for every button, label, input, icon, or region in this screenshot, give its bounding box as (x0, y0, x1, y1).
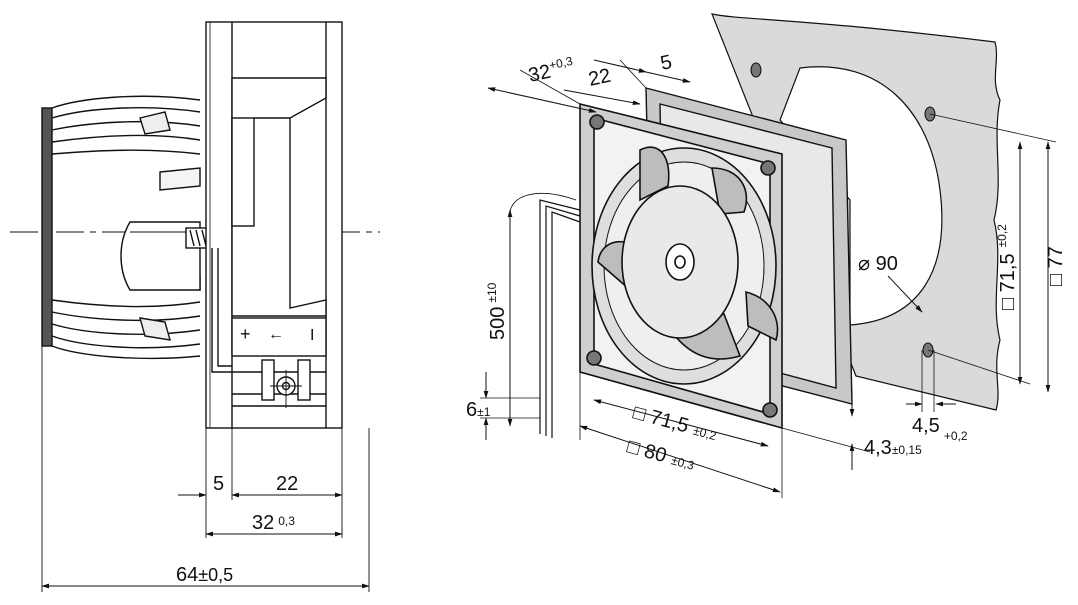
iso-dim-22: 22 (586, 65, 612, 91)
fan-frame-front (579, 102, 783, 430)
mounting-panel (711, 13, 1001, 411)
iso-dim-5: 5 (658, 51, 673, 75)
iso-dim-32-tol: +0,3 (548, 54, 574, 73)
side-dim-64-value: 64 (176, 564, 198, 586)
iso-dim-4-5-value: 4,5 (912, 415, 940, 437)
iso-dim-500-value: 500 (487, 307, 509, 340)
iso-dim-71-5-vertical-value: □ 71,5 (997, 253, 1019, 310)
iso-dim-6: 6±1 (466, 399, 491, 421)
iso-dim-80-value: □ 80 (625, 436, 669, 468)
iso-dim-32: 32+0,3 (526, 54, 576, 87)
iso-dim-4-3-tol: ±0,15 (892, 443, 922, 457)
frame-hole-bottom-right (762, 402, 778, 418)
frame-hole-top-left (589, 114, 605, 130)
iso-dim-4-5-tol: +0,2 (944, 429, 968, 443)
polarity-minus: I (310, 327, 314, 344)
iso-dimensions (480, 59, 1057, 498)
iso-dim-80-tol: ±0,3 (670, 453, 696, 473)
iso-dim-80: □ 80±0,3 (625, 436, 698, 475)
fan-housing-side (205, 21, 343, 429)
iso-dim-500: 500±10 (485, 282, 509, 340)
iso-dim-4-3-value: 4,3 (864, 437, 892, 459)
polarity-arrow: ← (268, 326, 284, 343)
iso-dim-71-5-vertical-tol: ±0,2 (995, 224, 1009, 248)
iso-dim-71-5-vertical: □ 71,5 ±0,2 (995, 224, 1019, 310)
frame-hole-top-right (760, 160, 776, 176)
side-dim-5: 5 (213, 473, 224, 495)
side-dim-64-tol: ±0,5 (198, 565, 233, 585)
side-dim-32-tol: 0,3 (278, 514, 295, 528)
iso-dim-32-value: 32 (526, 61, 552, 87)
iso-dim-6-value: 6 (466, 399, 477, 421)
iso-dim-77: □ 77 (1045, 246, 1067, 286)
iso-dim-4-3: 4,3±0,15 (864, 437, 922, 459)
polarity-plus: + (240, 324, 251, 344)
side-dim-22: 22 (276, 473, 298, 495)
iso-dim-71-5-value: □ 71,5 (631, 402, 691, 438)
side-dim-32-value: 32 (252, 512, 274, 534)
iso-dim-4-5: 4,5 +0,2 (912, 415, 968, 443)
side-view: + ← I (10, 21, 380, 592)
motor-windings (41, 95, 213, 360)
iso-dim-6-tol: ±1 (477, 405, 491, 419)
iso-dim-diam-90: ⌀ 90 (858, 253, 898, 275)
side-dim-64: 64±0,5 (176, 564, 233, 586)
lead-wires (509, 192, 581, 438)
iso-dim-500-tol: ±10 (485, 282, 499, 302)
panel-hole-top-left (750, 62, 762, 78)
frame-hole-bottom-left (586, 350, 602, 366)
iso-dim-71-5-tol: ±0,2 (692, 424, 718, 444)
